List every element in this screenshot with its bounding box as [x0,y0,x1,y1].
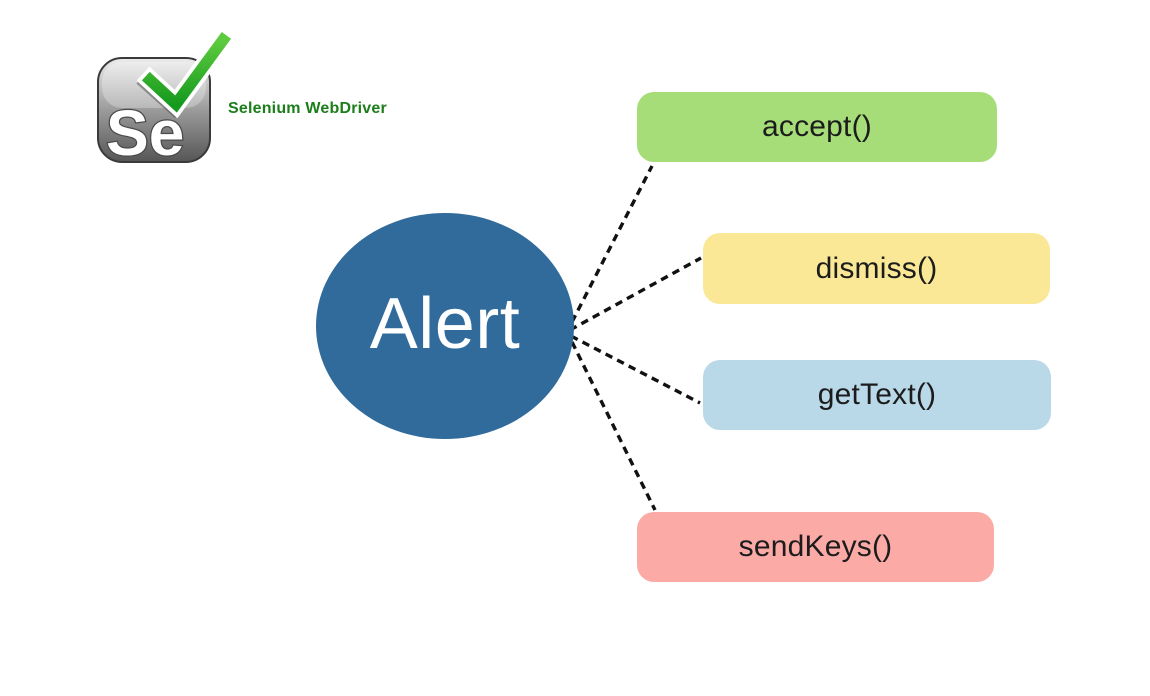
selenium-webdriver-label: Selenium WebDriver [228,100,387,117]
method-box-gettext: getText() [703,360,1051,430]
method-label-accept: accept() [762,110,872,143]
connector-gettext [570,334,701,405]
checkmark-icon [141,31,232,113]
connector-sendkeys [570,341,657,511]
method-box-dismiss: dismiss() [703,233,1050,304]
connector-dismiss [569,256,702,332]
method-label-gettext: getText() [817,378,937,411]
method-box-accept: accept() [637,92,997,162]
selenium-logo-icon: Se [97,30,237,170]
alert-node-label: Alert [369,284,521,364]
method-box-sendkeys: sendKeys() [637,512,994,582]
method-label-sendkeys: sendKeys() [738,530,893,563]
method-label-dismiss: dismiss() [815,251,938,285]
connector-accept [570,165,654,323]
alert-node: Alert [316,213,574,439]
